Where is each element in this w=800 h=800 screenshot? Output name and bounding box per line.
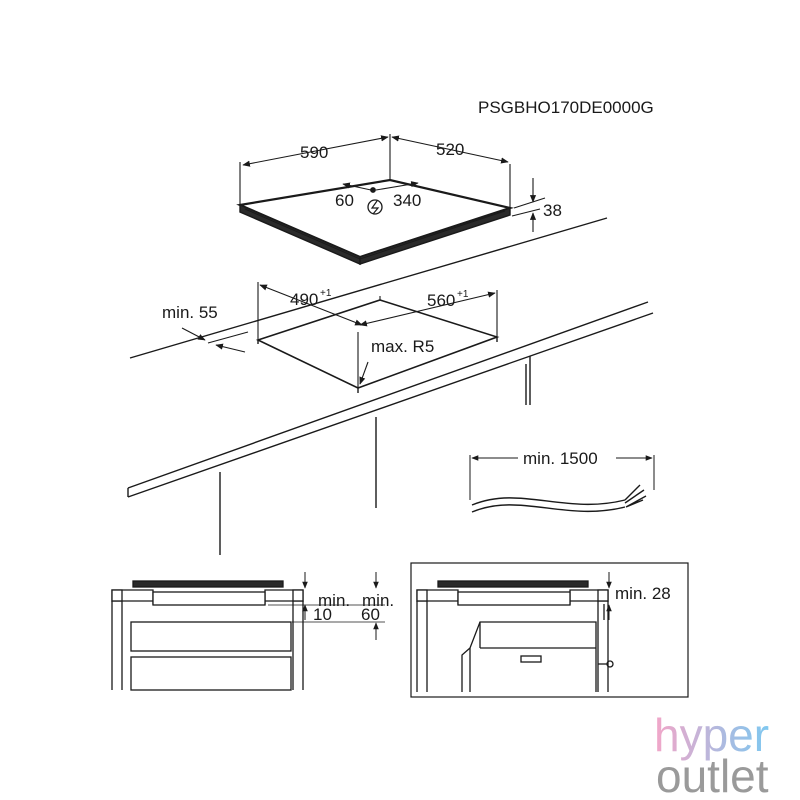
hob-height-label: 38 [543, 201, 562, 220]
gap-min-label-2: min. [362, 591, 394, 610]
cutout-width-label: 490 [290, 290, 318, 309]
hyper-outlet-logo: hyper outlet [654, 709, 769, 800]
section-left-illustration [111, 572, 385, 691]
cutout-depth-label: 560 [427, 291, 455, 310]
cable-length-label: min. 1500 [523, 449, 598, 468]
cutout-width-tolerance: +1 [320, 288, 332, 299]
gap-min-28-label: min. 28 [615, 584, 671, 603]
front-margin-label: min. 55 [162, 303, 218, 322]
logo-line-1: hyper [654, 709, 769, 761]
corner-radius-label: max. R5 [371, 337, 434, 356]
cutout-dimensions [181, 282, 498, 388]
connection-left-label: 60 [335, 191, 354, 210]
cable-illustration [469, 455, 655, 513]
gap-value-1: 10 [313, 605, 332, 624]
gap-min-label-1: min. [318, 591, 350, 610]
gap-value-2: 60 [361, 605, 380, 624]
hob-dimensions [239, 134, 546, 232]
cutout-depth-tolerance: +1 [457, 289, 469, 300]
hob-depth-label: 520 [436, 140, 464, 159]
hob-illustration [236, 178, 515, 266]
section-right-illustration [410, 562, 689, 698]
model-code: PSGBHO170DE0000G [478, 98, 654, 117]
logo-line-2: outlet [656, 750, 769, 800]
connection-right-label: 340 [393, 191, 421, 210]
hob-width-label: 590 [300, 143, 328, 162]
